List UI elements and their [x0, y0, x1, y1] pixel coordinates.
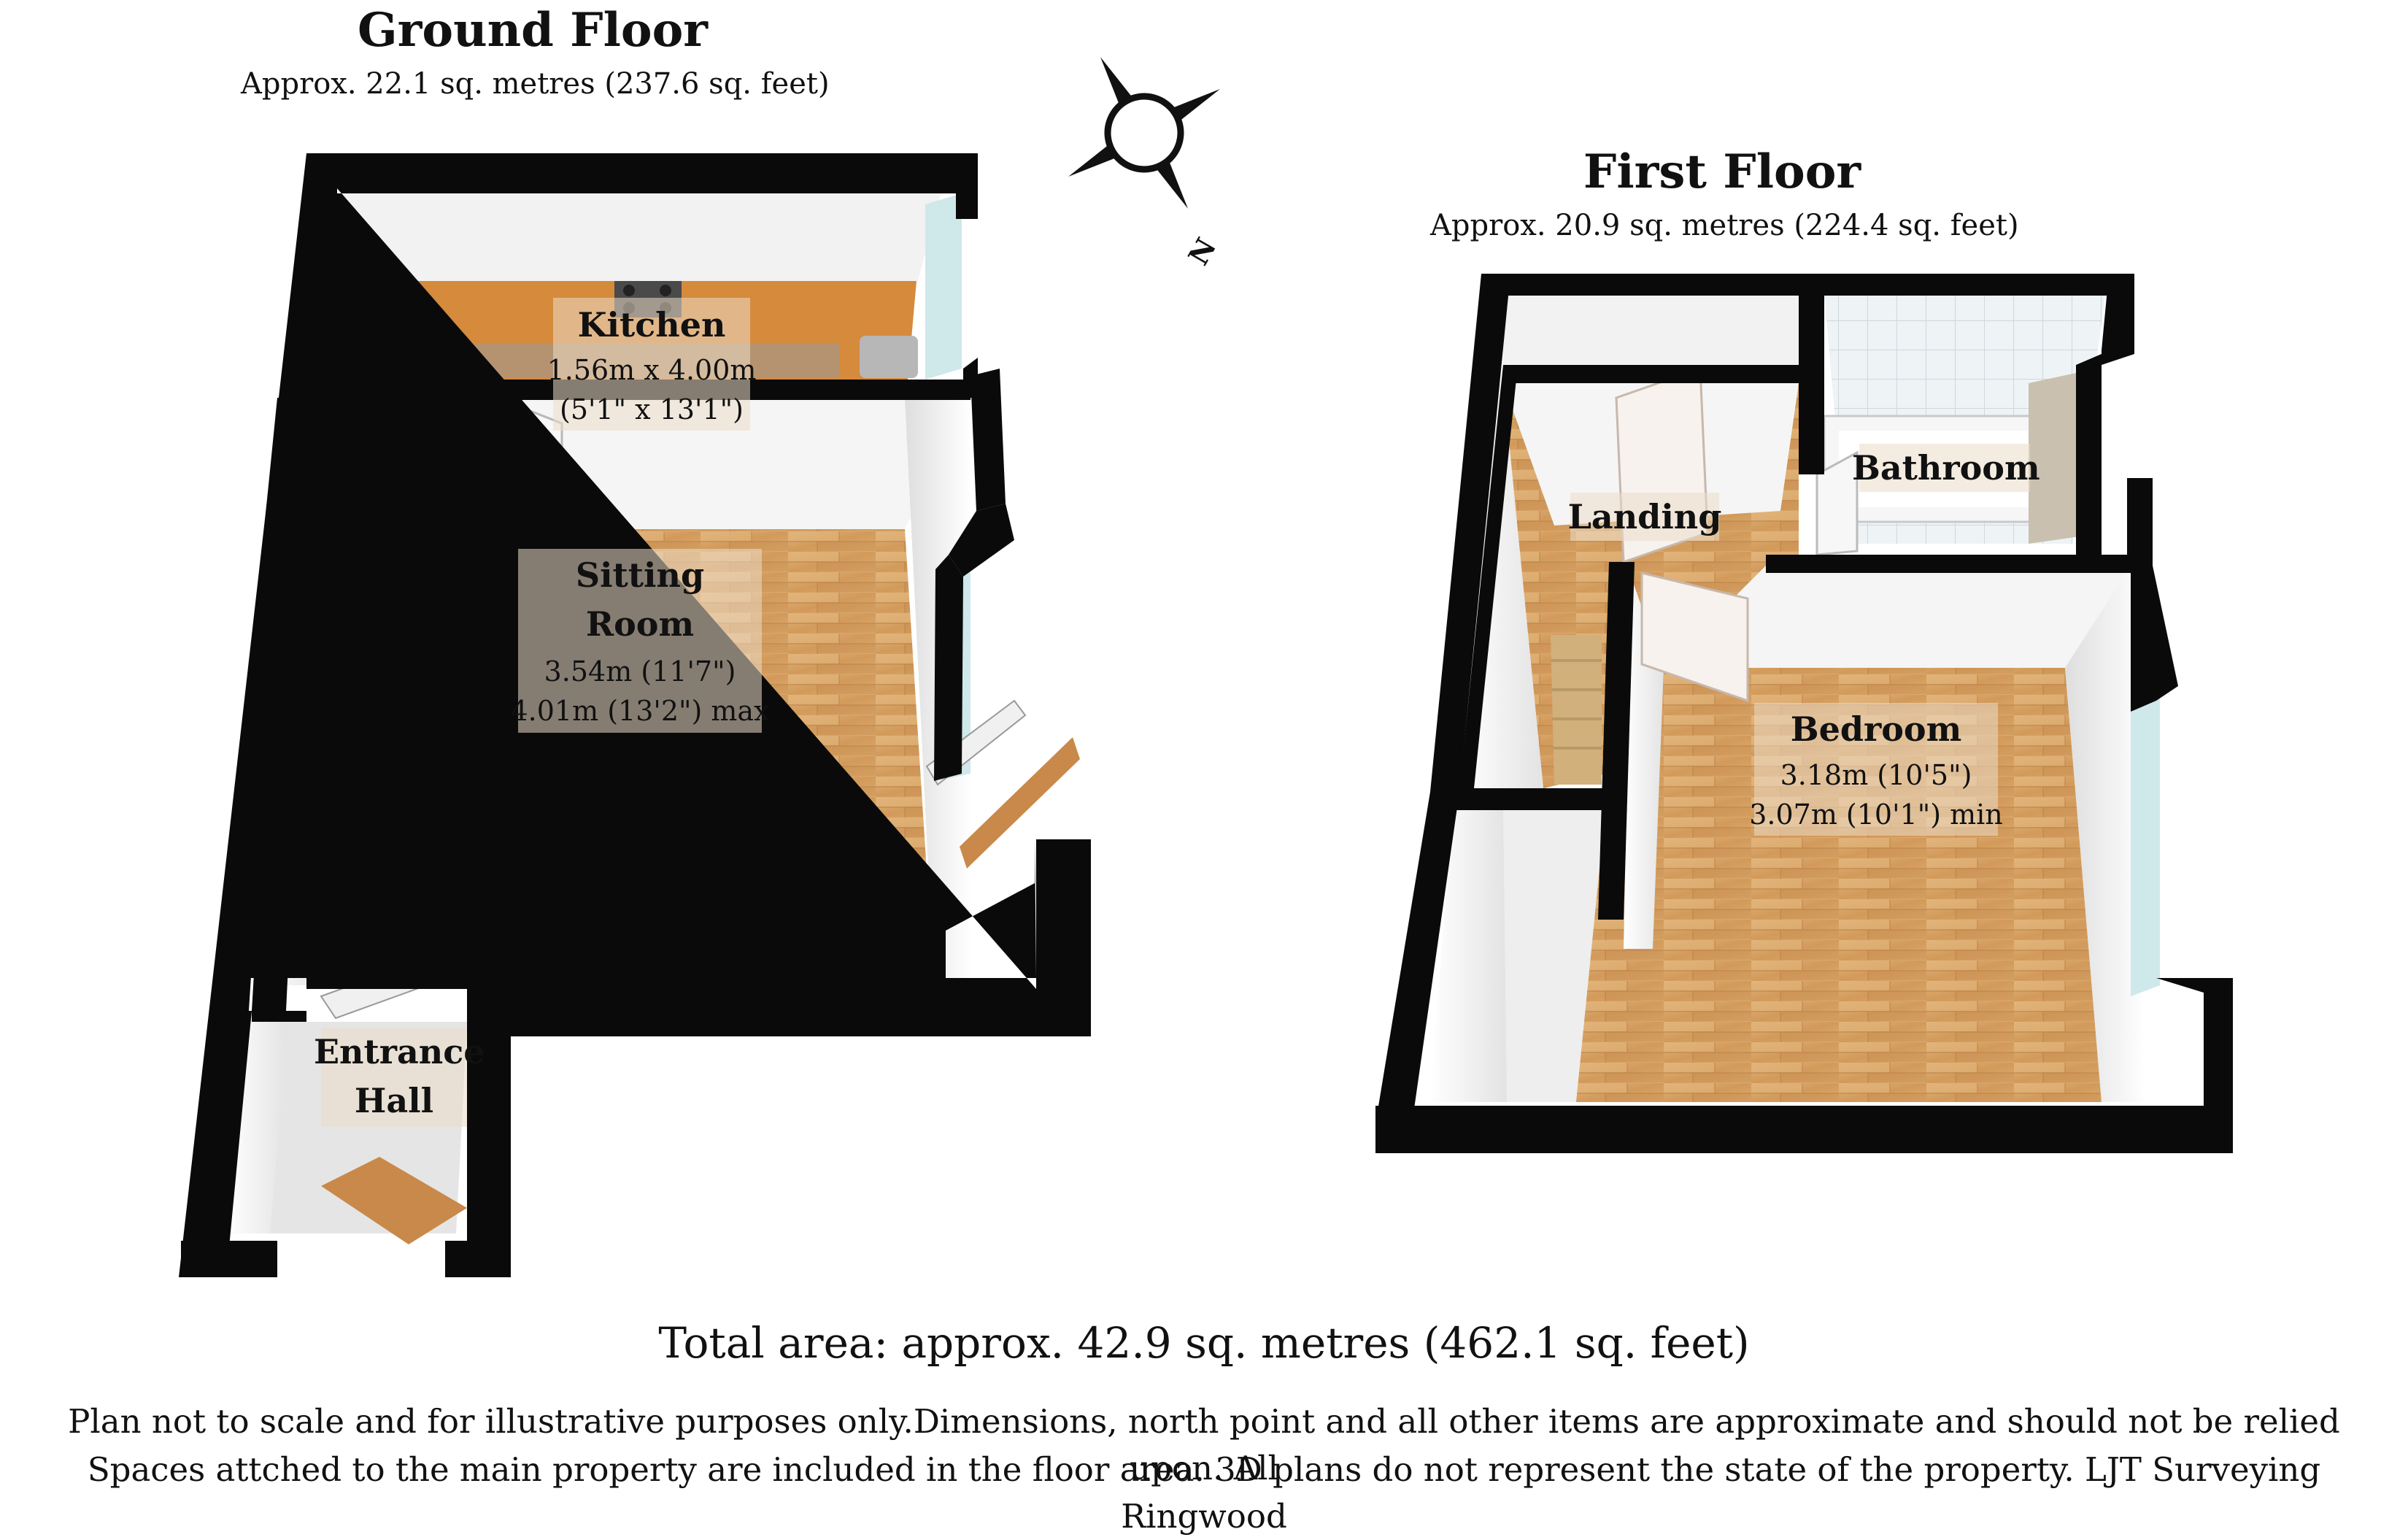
first-wall-landing-left	[1459, 365, 1518, 788]
first-wall-bath-divider	[1799, 296, 1824, 474]
front-door	[321, 1157, 467, 1244]
entrance-hall-left-wall-face	[226, 1022, 288, 1233]
bedroom-window	[2131, 697, 2160, 996]
kitchen-label: Kitchen	[577, 305, 726, 344]
bedroom-back-wall	[1664, 566, 2131, 668]
bedroom-right-wall-face	[2065, 566, 2145, 1102]
sitting-room-label-box	[518, 549, 762, 733]
first-wall-right-step	[2127, 478, 2153, 569]
first-wall-left	[1430, 274, 1510, 792]
first-wall-bottom	[1375, 1106, 2233, 1153]
store-lower-wall-face	[1430, 810, 1507, 1102]
first-floor-title: First Floor	[1583, 145, 1861, 199]
bedroom-label: Bedroom	[1790, 709, 1962, 749]
entrance-hall-label-line2: Hall	[354, 1081, 434, 1120]
compass-ring	[1104, 93, 1184, 173]
ground-wall-hall-left	[181, 1011, 252, 1277]
landing-label-box	[1570, 493, 1719, 541]
ground-wall-hall-right	[445, 1011, 511, 1277]
sitting-room-label-line1: Sitting	[575, 555, 705, 595]
ground-wall-right-angle	[949, 504, 1014, 577]
first-wall-bedroom-top	[1766, 555, 2131, 573]
bedroom-left-partition-face	[1624, 577, 1664, 949]
bathroom-label-box	[1859, 444, 2030, 492]
ground-wall-hall-bottom-left	[181, 1241, 277, 1277]
kitchen-window	[925, 193, 962, 380]
sitting-room-dimension-width: 3.54m (11'7")	[544, 655, 736, 688]
entrance-hall-label-box	[321, 1028, 467, 1127]
first-wall-left-lower	[1375, 792, 1459, 1124]
total-area: Total area: approx. 42.9 sq. metres (462…	[658, 1318, 1750, 1368]
bedroom-door	[1640, 571, 1749, 703]
compass-north-pointer	[1100, 57, 1132, 104]
first-wall-bedroom-partition	[1598, 562, 1635, 920]
compass-rose	[1068, 57, 1220, 209]
kitchen-dimensions-imperial: (5'1" x 13'1")	[560, 393, 744, 426]
bedroom-dimension-length: 3.07m (10'1") min	[1749, 798, 2003, 831]
ground-wall-left-upper	[306, 153, 337, 398]
sink	[860, 336, 918, 378]
bathroom-vanity	[2029, 372, 2080, 544]
compass-west-pointer	[1068, 145, 1115, 177]
sitting-room-label-line2: Room	[585, 604, 695, 644]
first-wall-right-top	[2102, 274, 2134, 365]
first-floor-area: Approx. 20.9 sq. metres (224.4 sq. feet)	[1430, 209, 2019, 242]
ground-wall-right-bottom	[1036, 839, 1091, 1036]
side-door	[960, 737, 1080, 869]
ground-floor-outer-wall-left	[177, 153, 337, 1277]
ground-wall-right-upper	[970, 369, 1006, 511]
ground-wall-right-lower	[934, 555, 963, 781]
ground-wall-left-main	[252, 398, 315, 1011]
ground-wall-bottom-main	[467, 989, 1091, 1036]
first-wall-right-bath	[2076, 354, 2102, 555]
first-wall-store-top	[1445, 788, 1605, 810]
ground-wall-top-right	[956, 153, 978, 219]
ground-floor-area: Approx. 22.1 sq. metres (237.6 sq. feet)	[241, 67, 830, 101]
compass-east-pointer	[1173, 89, 1220, 120]
first-floor-stairs	[1551, 635, 1602, 785]
disclaimer-line-2: Spaces attched to the main property are …	[87, 1450, 2321, 1536]
kitchen-label-box	[553, 298, 750, 431]
compass-south-pointer	[1157, 162, 1188, 209]
store-back-wall	[1503, 296, 1806, 369]
bedroom-dimension-width: 3.18m (10'5")	[1780, 759, 1972, 791]
first-wall-right-mid	[2131, 566, 2178, 712]
first-wall-top	[1481, 274, 2131, 296]
floor-plan-drawing	[177, 57, 2233, 1277]
kitchen-back-wall	[337, 186, 943, 281]
first-wall-divider-top	[1503, 365, 1824, 383]
bedroom-label-box	[1754, 703, 1998, 836]
ground-floor-title: Ground Floor	[358, 3, 708, 58]
disclaimer-line-1: Plan not to scale and for illustrative p…	[68, 1402, 2340, 1487]
entrance-hall-label-line1: Entrance	[314, 1032, 485, 1071]
ground-wall-top	[306, 153, 978, 175]
bathroom-label: Bathroom	[1852, 448, 2040, 488]
kitchen-dimensions-metric: 1.56m x 4.00m	[547, 354, 757, 386]
ground-wall-hall-top	[252, 1011, 306, 1022]
landing-label: Landing	[1567, 497, 1722, 536]
bathroom-door	[1815, 450, 1859, 556]
sitting-room-dimension-length: 4.01m (13'2") max	[510, 695, 770, 727]
